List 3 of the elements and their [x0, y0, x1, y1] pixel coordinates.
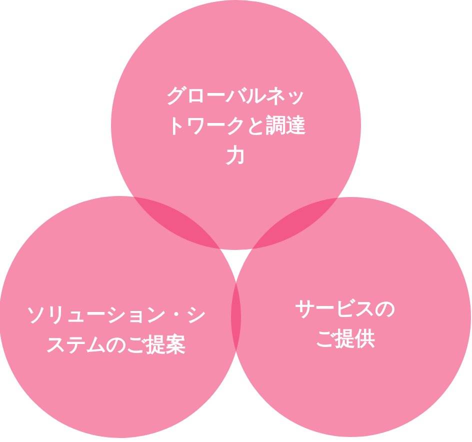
- circle-label: ソリューション・システムのご提案: [25, 301, 207, 358]
- circle-label: サービスのご提供: [294, 295, 396, 352]
- circle-label: グローバルネットワークと調達力: [165, 82, 307, 169]
